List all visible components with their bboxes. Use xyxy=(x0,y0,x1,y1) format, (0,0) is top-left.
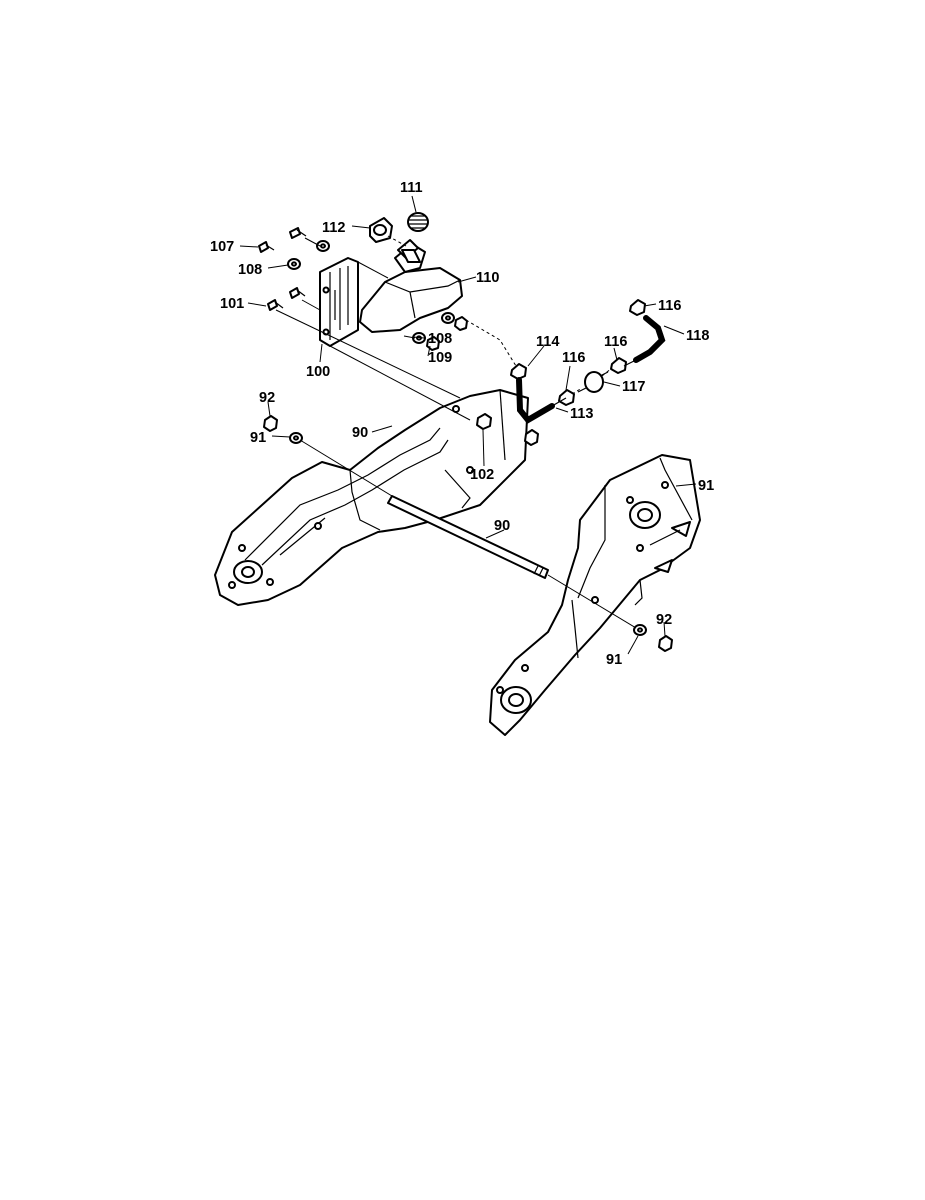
callout-116: 116 xyxy=(562,350,585,366)
callout-114: 114 xyxy=(536,334,559,350)
fuel-cap xyxy=(407,212,429,232)
callout-113: 113 xyxy=(570,406,593,422)
callout-91: 91 xyxy=(698,478,714,494)
callout-112: 112 xyxy=(322,220,345,236)
callout-117: 117 xyxy=(622,379,645,395)
callout-116: 116 xyxy=(604,334,627,350)
hardware xyxy=(258,227,673,652)
callout-92: 92 xyxy=(656,612,672,628)
fitting xyxy=(369,217,393,243)
callout-90: 90 xyxy=(352,425,368,441)
callout-101: 101 xyxy=(220,296,244,312)
callout-102: 102 xyxy=(470,467,494,483)
callout-labels: 111 112 107 108 110 101 108 109 100 116 … xyxy=(210,180,714,668)
assembly-lines xyxy=(387,235,613,395)
callout-118: 118 xyxy=(686,328,709,344)
alignment-lines xyxy=(275,237,637,629)
callout-91: 91 xyxy=(250,430,266,446)
callout-110: 110 xyxy=(476,270,499,286)
callout-111: 111 xyxy=(400,180,423,196)
callout-107: 107 xyxy=(210,239,234,255)
callout-108: 108 xyxy=(238,262,262,278)
right-side-plate xyxy=(489,454,701,736)
callout-100: 100 xyxy=(306,364,330,380)
left-side-plate xyxy=(214,389,529,606)
callout-leaders xyxy=(239,195,697,655)
callout-91: 91 xyxy=(606,652,622,668)
axle-rod xyxy=(387,495,549,579)
callout-92: 92 xyxy=(259,390,275,406)
callout-109: 109 xyxy=(428,350,452,366)
callout-116: 116 xyxy=(658,298,681,314)
mounting-bracket xyxy=(319,257,359,347)
fuel-lines xyxy=(516,315,666,424)
fuel-tank xyxy=(359,239,463,333)
callout-108: 108 xyxy=(428,331,452,347)
callout-90: 90 xyxy=(494,518,510,534)
